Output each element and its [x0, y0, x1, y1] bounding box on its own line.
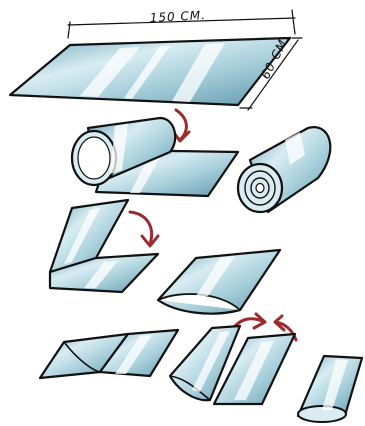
rolled-edges-panel [168, 324, 297, 406]
step-arrow-4 [273, 314, 298, 342]
folded-sheet [48, 198, 160, 294]
half-folded-panel [38, 328, 180, 380]
final-tube [296, 354, 364, 423]
full-roll [236, 126, 332, 214]
rolling-sheet [70, 116, 240, 198]
flat-sheet [8, 36, 292, 107]
step-arrow-2 [128, 210, 160, 248]
length-label: 150 CM. [149, 8, 206, 25]
curved-panel [156, 248, 282, 315]
length-dimension: 150 CM. [67, 8, 296, 39]
